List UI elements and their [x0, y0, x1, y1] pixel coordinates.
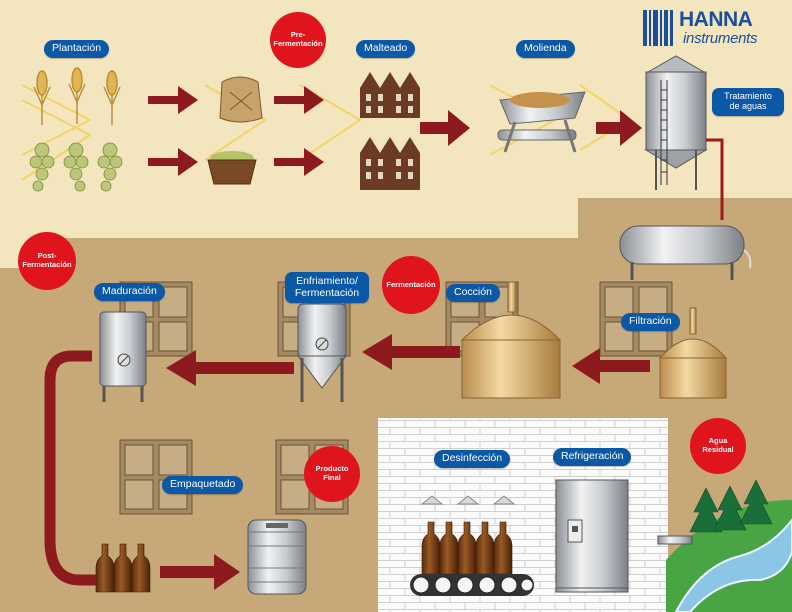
label-malteado: Malteado	[356, 40, 416, 58]
arrow-2	[148, 148, 198, 176]
badge-agua-residual: Agua Residual	[690, 418, 746, 474]
conveyor-belt-icon	[410, 574, 534, 596]
arrow-4	[274, 148, 324, 176]
malting-house-bottom-icon	[360, 137, 420, 190]
grain-sack-icon	[219, 76, 263, 123]
arrow-3	[274, 86, 324, 114]
label-desinfeccion: Desinfección	[434, 450, 511, 468]
arrow-8	[362, 334, 460, 370]
grain-mill-icon	[497, 91, 586, 153]
label-molienda: Molienda	[516, 40, 575, 58]
arrow-1	[148, 86, 198, 114]
brew-kettle-icon	[460, 281, 562, 399]
label-maduracion: Maduración	[94, 283, 165, 301]
label-plantacion: Plantación	[44, 40, 110, 58]
water-pipe	[706, 138, 724, 220]
arrow-7	[572, 348, 650, 384]
logo-sub: instruments	[683, 30, 758, 47]
badge-post-fermentacion: Post- Fermentación	[18, 232, 76, 290]
hops-icon	[29, 142, 123, 192]
storage-tank-icon	[619, 225, 752, 280]
label-empaquetado: Empaquetado	[162, 476, 244, 494]
flow-arrows	[148, 86, 650, 590]
silo-icon	[644, 55, 708, 190]
hanna-logo-bars	[643, 10, 673, 46]
label-filtracion: Filtración	[621, 313, 680, 331]
label-enfriamiento: Enfriamiento/ Fermentación	[285, 272, 369, 304]
badge-producto-final: Producto Final	[304, 446, 360, 502]
arrow-9	[166, 350, 294, 386]
malting-house-top-icon	[360, 72, 420, 118]
bottle-group-packaging	[95, 543, 151, 593]
arrow-5	[420, 110, 470, 146]
sprinkler-icons	[420, 495, 516, 505]
badge-fermentacion: Fermentación	[382, 256, 440, 314]
badge-pre-fermentacion: Pre- Fermentación	[270, 12, 326, 68]
refrigerator-icon	[555, 479, 629, 593]
fermenter-tank-icon	[297, 303, 347, 402]
logo-brand: HANNA	[679, 8, 753, 31]
wheat-icon	[33, 67, 121, 125]
lauter-tun-icon	[658, 307, 728, 399]
label-coccion: Cocción	[446, 284, 500, 302]
malt-bowl-icon	[207, 151, 257, 185]
beer-keg-icon	[247, 519, 307, 595]
pine-trees-icon	[689, 479, 773, 533]
arrow-6	[596, 110, 642, 146]
arrow-10	[160, 554, 240, 590]
maturation-tank-icon	[99, 311, 147, 402]
hanna-logo: HANNA instruments	[643, 8, 773, 50]
label-refrigeracion: Refrigeración	[553, 448, 632, 466]
drain-pipe	[657, 535, 693, 545]
label-tratamiento: Tratamiento de aguas	[712, 88, 784, 116]
return-pipe	[44, 350, 96, 586]
